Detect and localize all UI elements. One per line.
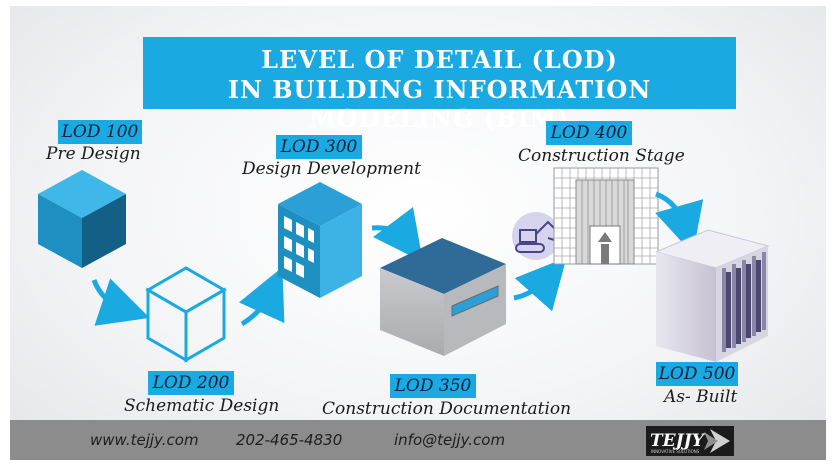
arrow-lod100-to-lod200 xyxy=(91,278,150,326)
lod500-finished-building xyxy=(654,229,770,362)
lod400-stage-name: Construction Stage xyxy=(518,146,685,166)
tejjy-logo: TEJJY INNOVATIVE SOLUTIONS xyxy=(646,426,734,456)
logo-text: TEJJY xyxy=(650,431,706,451)
lod200-tag: LOD 200 xyxy=(148,371,234,395)
lod350-tag: LOD 350 xyxy=(390,374,476,398)
footer-bar: www.tejjy.com 202-465-4830 info@tejjy.co… xyxy=(10,420,826,460)
phone-number: 202-465-4830 xyxy=(236,431,343,449)
title-line-2: IN BUILDING INFORMATION MODELING (BIM) xyxy=(227,75,652,133)
arrow-lod200-to-lod300 xyxy=(238,267,285,327)
lod400-tag: LOD 400 xyxy=(546,121,632,145)
arrow-lod400-to-lod500 xyxy=(655,191,704,255)
lod200-stage-name: Schematic Design xyxy=(124,396,280,416)
lod-illustration xyxy=(38,167,770,363)
title-line-1: LEVEL OF DETAIL (LOD) xyxy=(261,45,618,74)
lod400-grid-building xyxy=(553,167,659,265)
lod300-windowed-building xyxy=(278,182,362,298)
lod350-stage-name: Construction Documentation xyxy=(322,399,572,419)
excavator-icon xyxy=(512,212,560,260)
website-link[interactable]: www.tejjy.com xyxy=(90,431,199,449)
arrow-lod300-to-lod350 xyxy=(371,206,424,262)
arrow-lod350-to-lod400 xyxy=(513,257,567,312)
lod100-tag: LOD 100 xyxy=(58,120,142,144)
lod200-wireframe-cube xyxy=(145,266,227,363)
lod100-stage-name: Pre Design xyxy=(46,144,141,164)
email-link[interactable]: info@tejjy.com xyxy=(394,431,506,449)
lod500-tag: LOD 500 xyxy=(656,362,738,386)
lod300-tag: LOD 300 xyxy=(276,135,362,159)
lod350-box-building xyxy=(380,238,506,356)
lod100-solid-cube xyxy=(38,170,126,268)
infographic-card: LEVEL OF DETAIL (LOD) IN BUILDING INFORM… xyxy=(10,6,826,460)
title-banner: LEVEL OF DETAIL (LOD) IN BUILDING INFORM… xyxy=(143,37,736,133)
logo-tagline: INNOVATIVE SOLUTIONS xyxy=(651,449,700,454)
lod500-stage-name: As- Built xyxy=(664,387,738,407)
lod300-stage-name: Design Development xyxy=(242,159,421,179)
